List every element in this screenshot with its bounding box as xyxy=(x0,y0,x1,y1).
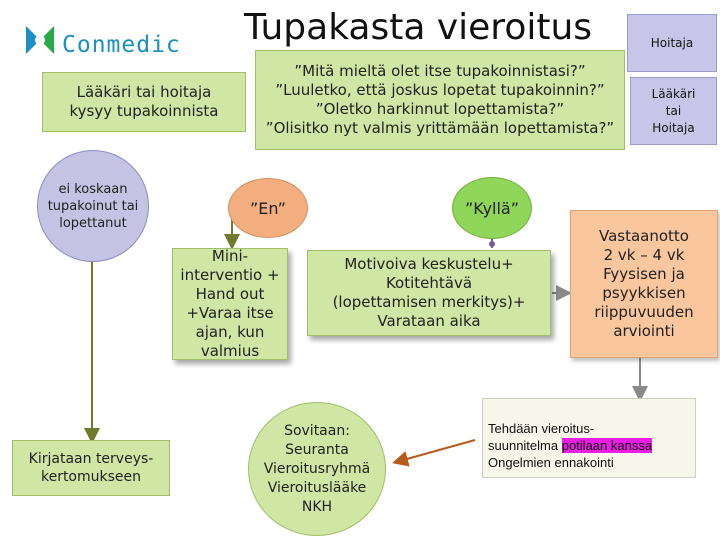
node-quit-plan-suffix: Ongelmien ennakointi xyxy=(488,455,614,470)
role-box-nurse: Hoitaja xyxy=(627,14,717,72)
node-quit-plan-highlight: potilaan kanssa xyxy=(561,438,653,453)
node-ask-about-smoking: Lääkäri tai hoitaja kysyy tupakoinnista xyxy=(42,72,246,132)
node-agreed-actions: Sovitaan: Seuranta Vieroitusryhmä Vieroi… xyxy=(248,402,386,536)
node-never-smoked: ei koskaan tupakoinut tai lopettanut xyxy=(37,150,149,262)
arrow-plan-to-agreed xyxy=(392,439,476,467)
role-doctor-or-nurse-label: Lääkäri tai Hoitaja xyxy=(651,86,696,135)
node-quit-plan: Tehdään vieroitus- suunnitelma potilaan … xyxy=(482,398,696,478)
role-box-doctor-or-nurse: Lääkäri tai Hoitaja xyxy=(630,77,717,145)
node-questions-text: ”Mitä mieltä olet itse tupakoinnistasi?”… xyxy=(265,62,615,137)
logo-text: Conmedic xyxy=(62,32,181,58)
node-answer-no: ”En” xyxy=(228,178,308,238)
node-answer-no-text: ”En” xyxy=(250,198,286,218)
node-never-smoked-text: ei koskaan tupakoinut tai lopettanut xyxy=(47,181,139,231)
conmedic-logo-icon xyxy=(26,26,54,54)
logo: Conmedic xyxy=(18,18,218,62)
node-agreed-actions-text: Sovitaan: Seuranta Vieroitusryhmä Vieroi… xyxy=(263,422,371,515)
node-ask-about-smoking-text: Lääkäri tai hoitaja kysyy tupakoinnista xyxy=(69,83,219,120)
page-title: Tupakasta vieroitus xyxy=(243,7,593,48)
role-nurse-label: Hoitaja xyxy=(650,35,694,50)
node-reception-text: Vastaanotto 2 vk – 4 vk Fyysisen ja psyy… xyxy=(594,227,694,340)
node-motivational-talk: Motivoiva keskustelu+ Kotitehtävä (lopet… xyxy=(307,250,551,336)
node-reception: Vastaanotto 2 vk – 4 vk Fyysisen ja psyy… xyxy=(570,210,718,358)
node-motivational-talk-text: Motivoiva keskustelu+ Kotitehtävä (lopet… xyxy=(332,255,526,330)
node-questions: ”Mitä mieltä olet itse tupakoinnistasi?”… xyxy=(255,50,625,150)
node-mini-intervention-text: Mini- interventio + Hand out +Varaa itse… xyxy=(180,247,280,360)
node-record-in-patient-file: Kirjataan terveys- kertomukseen xyxy=(12,440,170,496)
node-mini-intervention: Mini- interventio + Hand out +Varaa itse… xyxy=(172,247,288,360)
node-record-in-patient-file-text: Kirjataan terveys- kertomukseen xyxy=(28,451,154,485)
node-quit-plan-prefix: Tehdään vieroitus- suunnitelma xyxy=(488,421,595,453)
node-answer-yes-text: ”Kyllä” xyxy=(464,198,520,218)
node-answer-yes: ”Kyllä” xyxy=(452,177,532,239)
arrow-yes-to-motivational-dot xyxy=(489,241,495,247)
